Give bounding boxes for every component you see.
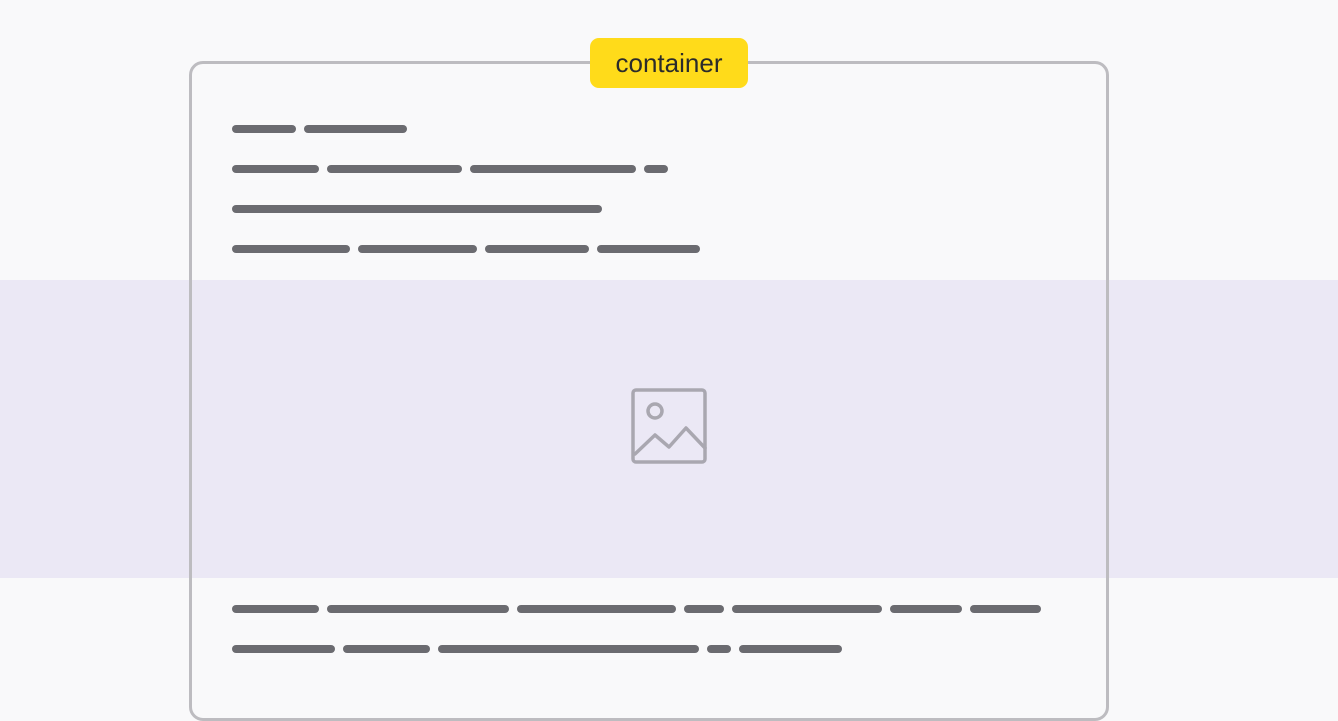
- container-badge: container: [590, 38, 748, 88]
- text-placeholder: [232, 245, 350, 253]
- text-placeholder: [232, 125, 296, 133]
- text-placeholder: [684, 605, 724, 613]
- text-placeholder: [232, 645, 335, 653]
- text-placeholder: [358, 245, 477, 253]
- text-placeholder: [970, 605, 1041, 613]
- text-placeholder: [644, 165, 668, 173]
- text-placeholder: [732, 605, 882, 613]
- text-placeholder: [707, 645, 731, 653]
- text-placeholder: [327, 605, 509, 613]
- text-placeholder: [343, 645, 430, 653]
- image-icon: [631, 388, 707, 464]
- container-badge-label: container: [615, 47, 723, 78]
- image-band: [0, 280, 1338, 578]
- text-placeholder: [517, 605, 676, 613]
- text-placeholder: [232, 165, 319, 173]
- text-placeholder: [597, 245, 700, 253]
- text-placeholder: [470, 165, 636, 173]
- text-placeholder: [438, 645, 699, 653]
- text-placeholder: [485, 245, 589, 253]
- text-placeholder: [739, 645, 842, 653]
- text-placeholder: [890, 605, 962, 613]
- text-placeholder: [304, 125, 407, 133]
- text-placeholder: [232, 605, 319, 613]
- text-placeholder: [232, 205, 602, 213]
- text-placeholder: [327, 165, 462, 173]
